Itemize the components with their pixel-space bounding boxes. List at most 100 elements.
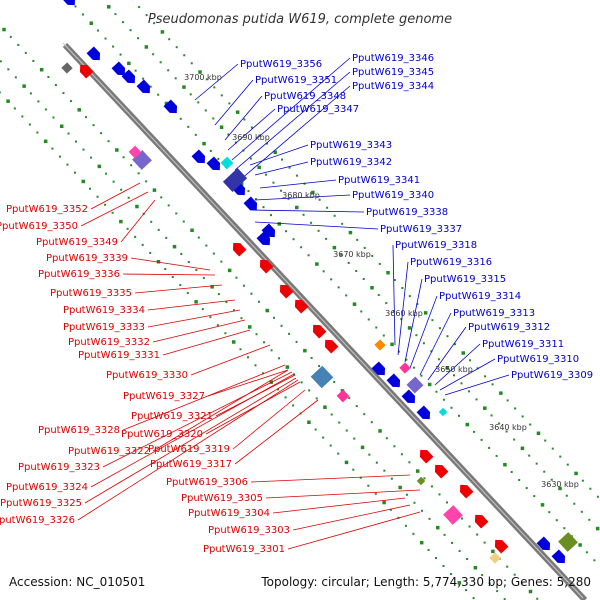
forward-gene-label: PputW619_3341	[338, 175, 420, 186]
reverse-gene-label: PputW619_3327	[123, 391, 205, 402]
reverse-gene	[459, 484, 474, 499]
tick-dot	[217, 157, 220, 160]
tick-dot	[566, 463, 569, 466]
forward-gene	[111, 61, 126, 76]
tick-dot	[187, 260, 190, 263]
tick-dot	[220, 94, 223, 97]
tick-dot	[390, 477, 393, 480]
gene-block-tan	[489, 552, 501, 564]
tick-dot	[171, 276, 174, 279]
tick-dot	[228, 102, 231, 105]
tick-dot	[167, 204, 170, 207]
tick-dot	[348, 397, 351, 400]
leader-line	[147, 299, 236, 311]
tick-dot	[73, 171, 76, 174]
tick-dot	[367, 318, 370, 321]
leader-line	[194, 63, 239, 101]
tick-dot	[333, 214, 336, 217]
tick-dot	[315, 262, 319, 266]
tick-dot	[382, 500, 386, 505]
tick-dot	[360, 445, 365, 450]
tick-dot	[393, 279, 396, 282]
tick-dot	[270, 349, 273, 352]
tick-dot	[315, 397, 318, 400]
leader-line	[134, 284, 223, 294]
tick-dot	[69, 100, 72, 103]
tick-dot	[22, 84, 26, 88]
reverse-gene-label: PputW619_3349	[36, 237, 118, 248]
forward-gene-label: PputW619_3351	[255, 75, 337, 86]
tick-dot	[165, 236, 168, 239]
tick-dot	[574, 471, 578, 476]
tick-dot	[96, 195, 99, 198]
tick-dot	[435, 390, 438, 393]
forward-gene-label: PputW619_3309	[511, 370, 593, 381]
tick-dot	[436, 525, 440, 530]
tick-dot	[29, 92, 32, 95]
leader-line	[272, 497, 406, 514]
tick-dot	[374, 492, 377, 495]
tick-dot	[104, 37, 107, 40]
tick-dot	[262, 372, 265, 375]
tick-dot	[209, 316, 212, 319]
tick-dot	[129, 29, 132, 32]
reverse-gene-label: PputW619_3334	[63, 305, 145, 316]
tick-dot	[190, 62, 193, 65]
tick-dot	[458, 549, 461, 552]
tick-dot	[210, 285, 214, 289]
tick-dot	[74, 5, 77, 8]
kbp-label: 3700 kbp	[184, 73, 222, 82]
tick-dot	[378, 262, 381, 265]
tick-dot	[175, 46, 178, 49]
tick-dot	[510, 471, 513, 474]
tick-dot	[32, 59, 35, 62]
tick-dot	[322, 270, 325, 273]
leader-line	[397, 261, 409, 356]
tick-dot	[563, 527, 566, 530]
forward-gene	[551, 549, 566, 564]
tick-dot	[377, 294, 380, 297]
gene-block-olive	[416, 476, 426, 486]
tick-dot	[513, 438, 516, 441]
leader-line	[162, 329, 251, 356]
tick-dot	[59, 124, 64, 129]
tick-dot	[465, 589, 468, 592]
tick-dot	[367, 484, 370, 487]
leader-line	[122, 364, 286, 431]
tick-dot	[329, 444, 332, 447]
gene-block-cyan	[438, 407, 448, 417]
gene-block-pink	[443, 505, 463, 525]
tick-dot	[415, 469, 420, 473]
tick-dot	[423, 477, 426, 480]
tick-dot	[397, 350, 400, 353]
tick-dot	[483, 541, 486, 544]
tick-dot	[430, 350, 433, 353]
tick-dot	[392, 310, 395, 313]
tick-dot	[265, 308, 270, 313]
forward-gene	[86, 46, 101, 61]
tick-dot	[164, 101, 169, 106]
tick-dot	[157, 93, 160, 96]
tick-dot	[135, 204, 139, 209]
tick-dot	[250, 126, 253, 129]
tick-dot	[405, 358, 408, 361]
leader-line	[227, 108, 276, 151]
forward-gene-label: PputW619_3338	[366, 207, 448, 218]
tick-dot	[330, 413, 333, 416]
tick-dot	[580, 510, 583, 513]
tick-dot	[355, 269, 358, 272]
tick-dot	[310, 356, 313, 359]
tick-dot	[288, 166, 291, 169]
tick-dot	[265, 142, 268, 145]
tick-dot	[528, 454, 531, 457]
forward-gene-label: PputW619_3312	[468, 322, 550, 333]
tick-dot	[465, 422, 470, 427]
reverse-gene-label: PputW619_3303	[208, 525, 290, 536]
tick-dot	[460, 382, 463, 385]
tick-dot	[495, 454, 498, 457]
tick-dot	[491, 383, 494, 386]
tick-dot	[21, 115, 24, 118]
topology-text: Topology: circular; Length: 5,774,330 bp…	[260, 575, 591, 589]
tick-dot	[525, 487, 528, 490]
